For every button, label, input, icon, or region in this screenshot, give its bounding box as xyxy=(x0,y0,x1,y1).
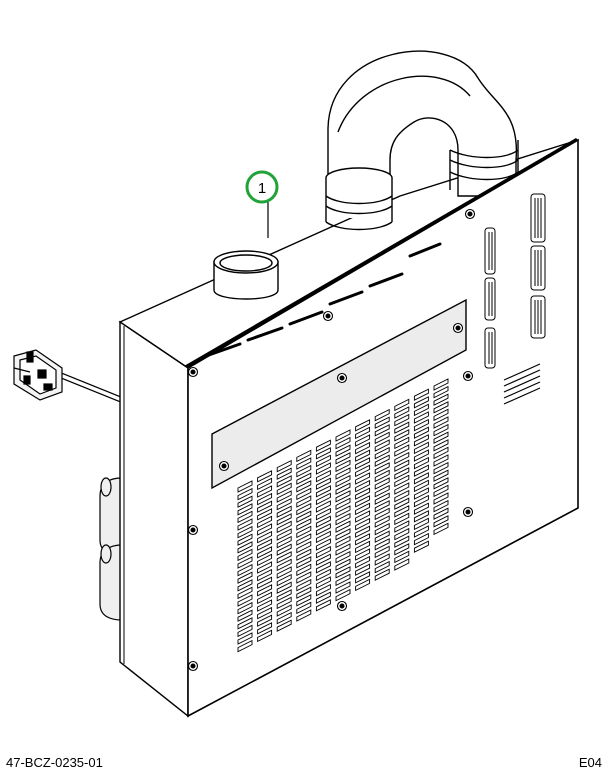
callout-ring xyxy=(245,170,279,204)
revision-code: E04 xyxy=(578,755,602,770)
side-louvers xyxy=(484,193,546,369)
grille xyxy=(237,378,449,653)
screws xyxy=(187,208,476,672)
drawing-id: 47-BCZ-0235-01 xyxy=(6,755,103,770)
u-hose xyxy=(325,50,519,231)
inlet-collar xyxy=(213,250,279,300)
housing-side-face xyxy=(119,320,189,718)
small-vent xyxy=(503,363,541,405)
cover-plate xyxy=(211,298,467,490)
top-slots xyxy=(204,242,442,358)
wire-connector xyxy=(13,349,124,403)
callout-number: 1 xyxy=(258,180,266,197)
lower-hoses xyxy=(99,477,123,621)
